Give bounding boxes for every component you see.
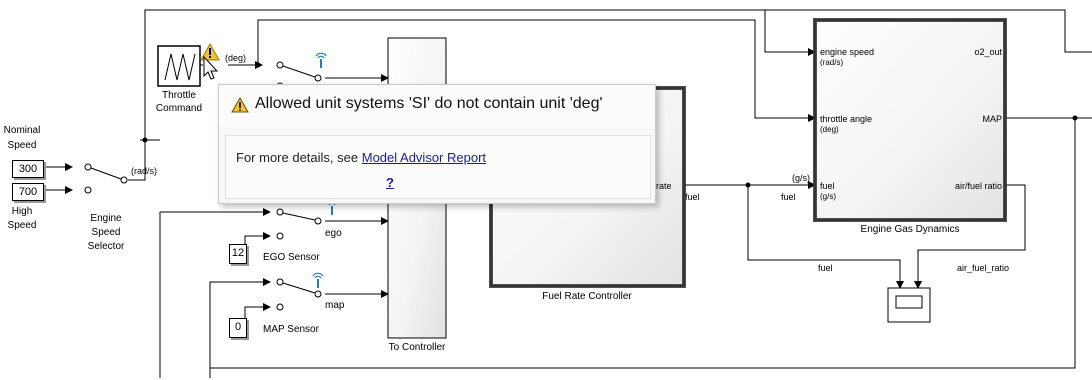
model-advisor-report-link[interactable]: Model Advisor Report (361, 150, 487, 165)
map-sensor-label: MAP Sensor (263, 324, 319, 335)
air-fuel-ratio-signal-label: air_fuel_ratio (957, 263, 1010, 273)
fuel-rate-controller-label: Fuel Rate Controller (542, 291, 632, 302)
probe-icon (312, 272, 324, 288)
ego-sensor-label: EGO Sensor (263, 252, 320, 263)
help-link[interactable]: ? (386, 175, 394, 190)
more-details-prefix: For more details, see (236, 150, 359, 165)
ego-signal-label: ego (325, 228, 342, 239)
warning-icon (231, 97, 249, 113)
tooltip-body: For more details, see Model Advisor Repo… (225, 135, 651, 199)
air-fuel-ratio-port-label: air/fuel ratio (954, 181, 1002, 191)
throttle-angle-port-label: throttle angle (820, 114, 873, 124)
gs-signal-label: (g/s) (792, 173, 810, 183)
engine-speed-selector-switch[interactable] (84, 163, 128, 194)
engine-speed-selector-label-1: Engine (90, 213, 122, 224)
mouse-cursor-icon (203, 55, 219, 80)
deg-signal-label: (deg) (225, 53, 247, 63)
ego-sensor-constant[interactable]: 12 (229, 244, 247, 264)
engine-speed-port-unit: (rad/s) (820, 58, 844, 67)
nominal-speed-label-2: Speed (7, 140, 37, 151)
throttle-angle-port-unit: (deg) (820, 125, 839, 134)
ego-switch[interactable] (276, 208, 322, 240)
high-speed-constant[interactable]: 700 (12, 183, 44, 201)
engine-gas-dynamics-block[interactable] (813, 18, 1007, 222)
engine-gas-dynamics-label: Engine Gas Dynamics (860, 224, 960, 235)
scope-block[interactable] (887, 287, 931, 323)
warning-icon[interactable] (200, 42, 220, 61)
fuel-signal-label-1: fuel (685, 192, 700, 202)
throttle-command-label-2: Command (155, 103, 203, 114)
engine-speed-line (764, 10, 816, 56)
fuel-rate-port-label: rate (656, 181, 672, 191)
throttle-command-label-1: Throttle (162, 90, 196, 101)
junction-dots (142, 62, 1078, 188)
nominal-speed-label-1: Nominal (3, 125, 41, 136)
unit-warning-tooltip: Allowed unit systems 'SI' do not contain… (218, 84, 656, 204)
tooltip-more-details: For more details, see Model Advisor Repo… (236, 150, 486, 165)
throttle-angle-line (257, 19, 816, 122)
map-signal-label: map (325, 300, 345, 311)
tooltip-header: Allowed unit systems 'SI' do not contain… (219, 85, 655, 127)
nominal-speed-constant[interactable]: 300 (12, 160, 44, 178)
engine-speed-selector-label-2: Speed (91, 227, 121, 238)
fuel-port-label: fuel (820, 181, 835, 191)
map-port-label: MAP (982, 114, 1002, 124)
throttle-command-block[interactable] (157, 45, 203, 87)
o2-out-port-label: o2_out (974, 47, 1002, 57)
fuel-signal-label-2: fuel (781, 192, 796, 202)
to-controller-label: To Controller (388, 342, 446, 353)
rads-signal-label: (rad/s) (131, 166, 158, 176)
high-speed-label-2: Speed (7, 220, 37, 231)
engine-speed-port-label: engine speed (820, 47, 875, 57)
engine-speed-selector-label-3: Selector (87, 241, 125, 252)
map-sensor-constant[interactable]: 0 (229, 318, 247, 338)
fuel-signal-label-3: fuel (818, 263, 833, 273)
fuel-port-unit: (g/s) (820, 192, 836, 201)
map-switch[interactable] (276, 278, 322, 311)
high-speed-label-1: High (11, 206, 33, 217)
probe-icon (315, 52, 327, 68)
tooltip-title: Allowed unit systems 'SI' do not contain… (255, 95, 603, 112)
